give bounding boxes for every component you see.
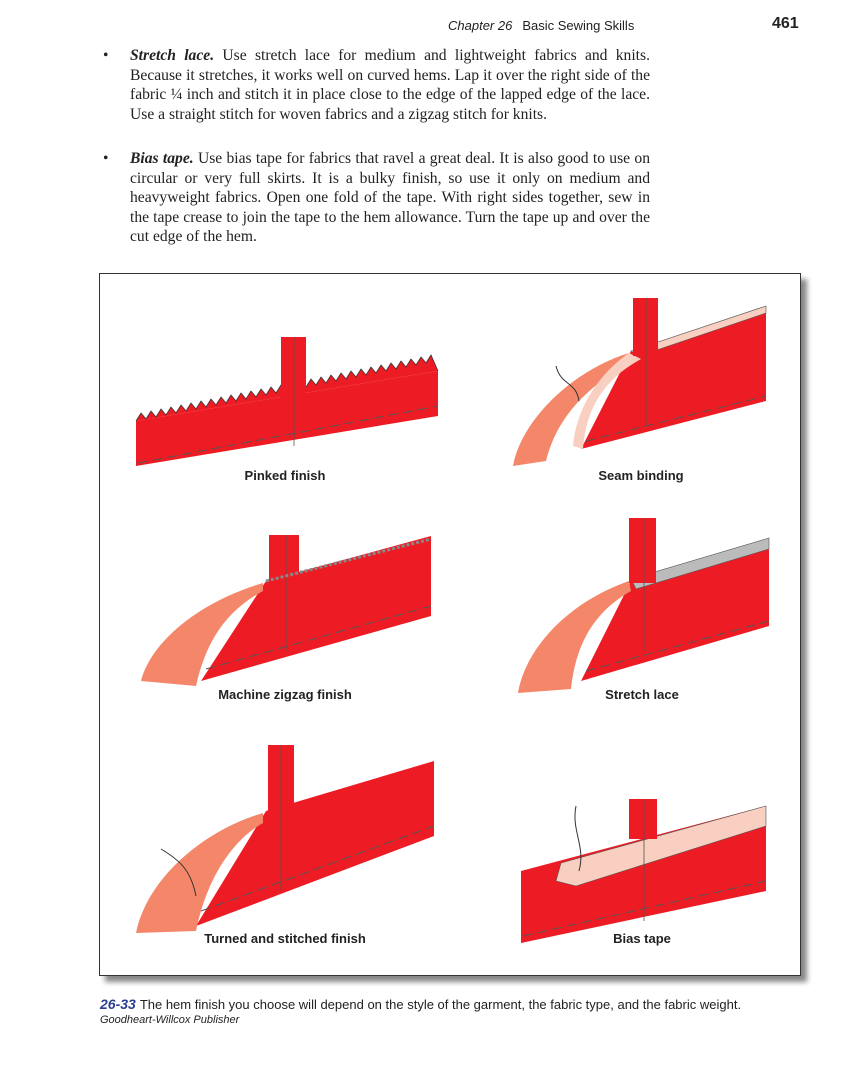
label-turned-stitched: Turned and stitched finish <box>204 931 366 946</box>
figure-credit: Goodheart-Willcox Publisher <box>100 1014 240 1026</box>
bullet-term: Bias tape. <box>130 150 194 167</box>
chapter-label: Chapter 26 <box>448 18 513 33</box>
bullet-text: Use stretch lace for medium and lightwei… <box>130 47 650 123</box>
chapter-title: Basic Sewing Skills <box>522 18 635 33</box>
label-machine-zigzag: Machine zigzag finish <box>218 687 352 702</box>
label-seam-binding: Seam binding <box>598 468 684 483</box>
bullet-stretch-lace: • Stretch lace. Use stretch lace for medi… <box>103 46 650 124</box>
hem-illustrations <box>135 298 770 943</box>
running-header: Chapter 26 Basic Sewing Skills <box>448 18 634 33</box>
caption-text: The hem finish you choose will depend on… <box>139 997 742 1012</box>
bullet-term: Stretch lace. <box>130 47 215 64</box>
bullet-bias-tape: • Bias tape. Use bias tape for fabrics th… <box>103 149 650 247</box>
bullet-icon: • <box>103 150 109 167</box>
bullet-icon: • <box>103 47 109 64</box>
figure-number: 26-33 <box>100 996 136 1012</box>
page-number: 461 <box>772 15 799 32</box>
seam-binding-illustration <box>513 298 767 466</box>
figure-hem-finishes: Pinked finish Seam binding Machine zigza… <box>99 273 801 976</box>
label-stretch-lace: Stretch lace <box>605 687 679 702</box>
pinked-finish-illustration <box>135 337 439 466</box>
machine-zigzag-illustration <box>141 535 432 686</box>
bias-tape-illustration <box>521 799 767 943</box>
turned-stitched-illustration <box>136 745 435 933</box>
label-pinked-finish: Pinked finish <box>244 468 326 483</box>
bullet-text: Use bias tape for fabrics that ravel a g… <box>130 150 650 246</box>
label-bias-tape: Bias tape <box>613 931 671 946</box>
stretch-lace-illustration <box>518 518 770 693</box>
